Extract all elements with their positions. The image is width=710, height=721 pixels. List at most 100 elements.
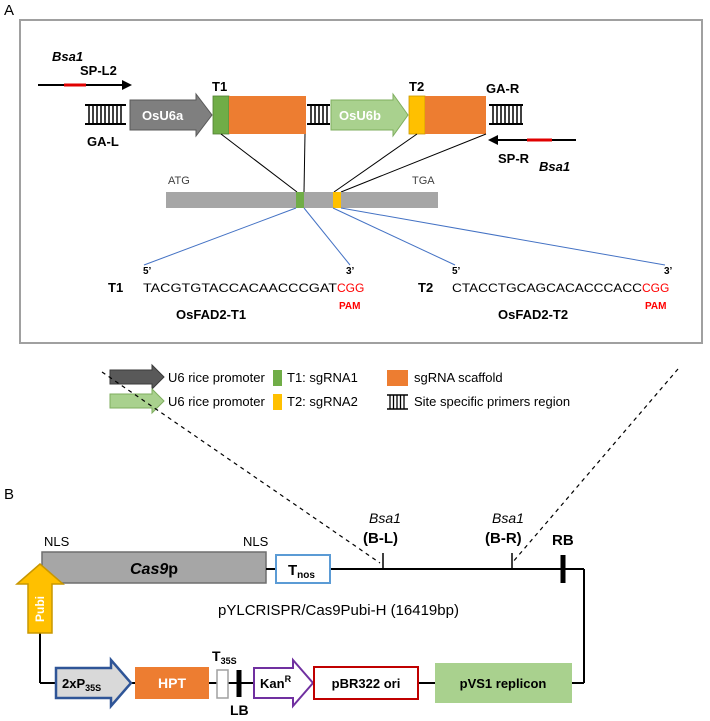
pbr322-label: pBR322 ori <box>332 676 401 691</box>
plasmid-name: pYLCRISPR/Cas9Pubi-H (16419bp) <box>218 602 459 619</box>
p35s-label-sub: 35S <box>85 683 101 693</box>
p35s-promoter-arrow <box>54 656 133 710</box>
bsa1-br-site: (B-R) <box>485 530 522 547</box>
seq1-five-prime: 5’ <box>143 266 152 277</box>
gene-t2-site <box>333 192 341 208</box>
legend-item2: U6 rice promoter <box>168 394 265 409</box>
tnos-terminator-box <box>275 554 331 584</box>
scaffold2-connector-line <box>340 133 487 193</box>
cas9-label: Cas9p <box>130 561 178 578</box>
seq1-sequence: TACGTGTACCACAACCCGAT <box>143 281 338 295</box>
legend-green-arrow-icon <box>109 387 165 415</box>
legend-grey-arrow-icon <box>109 363 165 391</box>
legend-item6: Site specific primers region <box>414 394 570 409</box>
osu6b-label: OsU6b <box>339 108 381 123</box>
pubi-promoter-arrow <box>14 563 66 634</box>
middle-primer-icon <box>307 104 330 125</box>
sp-l2-label: SP-L2 <box>80 63 117 78</box>
legend-t1-icon <box>273 370 282 386</box>
t35s-terminator-box <box>216 669 229 699</box>
t1-block-label: T1 <box>212 79 227 94</box>
panel-a-label: A <box>4 2 14 19</box>
seq1-name: OsFAD2-T1 <box>176 307 246 322</box>
t1-seq-line-left <box>143 207 297 266</box>
expand-dashed-right <box>511 368 679 564</box>
tnos-label-main: T <box>288 562 297 579</box>
seq1-label: T1 <box>108 280 123 295</box>
scaffold1-connector-line <box>303 133 306 193</box>
seq2-name: OsFAD2-T2 <box>498 307 568 322</box>
rb-label: RB <box>552 532 574 549</box>
lb-label: LB <box>230 702 249 718</box>
ga-l-label: GA-L <box>87 134 119 149</box>
sgrna-scaffold-2 <box>425 96 486 134</box>
seq2-three-prime: 3’ <box>664 266 673 277</box>
seq1-three-prime: 3’ <box>346 266 355 277</box>
t1-seq-line-right <box>303 207 351 266</box>
kan-label-sup: R <box>285 674 292 684</box>
pvs1-label: pVS1 replicon <box>460 676 547 691</box>
legend-item4: T2: sgRNA2 <box>287 394 358 409</box>
seq1-pam-seq: CGG <box>337 281 364 295</box>
bsa1-right-label: Bsa1 <box>539 159 570 174</box>
expand-dashed-left <box>101 371 381 564</box>
legend-t2-icon <box>273 394 282 410</box>
cas9-gene-box <box>41 551 267 584</box>
ga-l-primer-icon <box>85 104 126 125</box>
legend-item3: T1: sgRNA1 <box>287 370 358 385</box>
hpt-label: HPT <box>158 675 186 691</box>
bsa1-left-label: Bsa1 <box>52 49 83 64</box>
t1-target-block <box>212 95 230 135</box>
ga-r-primer-icon <box>489 104 523 125</box>
osu6a-promoter-arrow <box>129 92 213 138</box>
tnos-label-sub: nos <box>297 570 315 581</box>
t2-connector-line <box>333 133 418 193</box>
tnos-label: Tnos <box>288 562 315 581</box>
t35s-label: T35S <box>212 648 237 666</box>
seq2-sequence: CTACCTGCAGCACACCCACC <box>452 281 642 295</box>
p35s-label: 2xP35S <box>62 676 101 693</box>
t35s-label-sub: 35S <box>221 656 237 666</box>
t1-connector-line <box>220 133 298 193</box>
seq1-pam-label: PAM <box>339 301 360 312</box>
atg-label: ATG <box>168 175 190 187</box>
pubi-label: Pubi <box>33 596 47 622</box>
t2-seq-line-right <box>340 207 666 266</box>
p35s-label-main: 2xP <box>62 676 85 691</box>
bsa1-bl-site: (B-L) <box>363 530 398 547</box>
legend-item1: U6 rice promoter <box>168 370 265 385</box>
legend-item5: sgRNA scaffold <box>414 370 503 385</box>
ga-r-label: GA-R <box>486 81 520 96</box>
cas9-label-main: Cas9 <box>130 561 168 578</box>
pvs1-replicon-box <box>435 663 572 703</box>
nls-left-label: NLS <box>44 534 70 549</box>
legend-primer-icon <box>387 394 408 410</box>
nls-right-label: NLS <box>243 534 269 549</box>
sgrna-scaffold-1 <box>229 96 306 134</box>
seq2-five-prime: 5’ <box>452 266 461 277</box>
t2-block-label: T2 <box>409 79 424 94</box>
cas9-label-suffix: p <box>168 561 178 578</box>
bsa1-br-name: Bsa1 <box>492 510 524 526</box>
kan-resistance-arrow <box>253 657 315 709</box>
kan-label-main: Kan <box>260 676 285 691</box>
osu6a-label: OsU6a <box>142 108 184 123</box>
pbr322-ori-box <box>313 666 419 700</box>
seq2-label: T2 <box>418 280 433 295</box>
gene-t1-site <box>296 192 304 208</box>
t2-seq-line-left <box>332 207 456 266</box>
sp-r-label: SP-R <box>498 151 530 166</box>
seq2-pam-label: PAM <box>645 301 666 312</box>
t2-target-block <box>408 95 426 135</box>
legend-scaffold-icon <box>387 370 408 386</box>
t35s-label-main: T <box>212 648 221 664</box>
seq2-pam-seq: CGG <box>642 281 669 295</box>
panel-a-frame <box>19 19 703 344</box>
osu6b-promoter-arrow <box>330 92 409 138</box>
bsa1-bl-name: Bsa1 <box>369 510 401 526</box>
tga-label: TGA <box>412 175 435 187</box>
panel-b-label: B <box>4 486 14 503</box>
kan-label: KanR <box>260 674 292 691</box>
hpt-gene-box <box>135 667 209 699</box>
